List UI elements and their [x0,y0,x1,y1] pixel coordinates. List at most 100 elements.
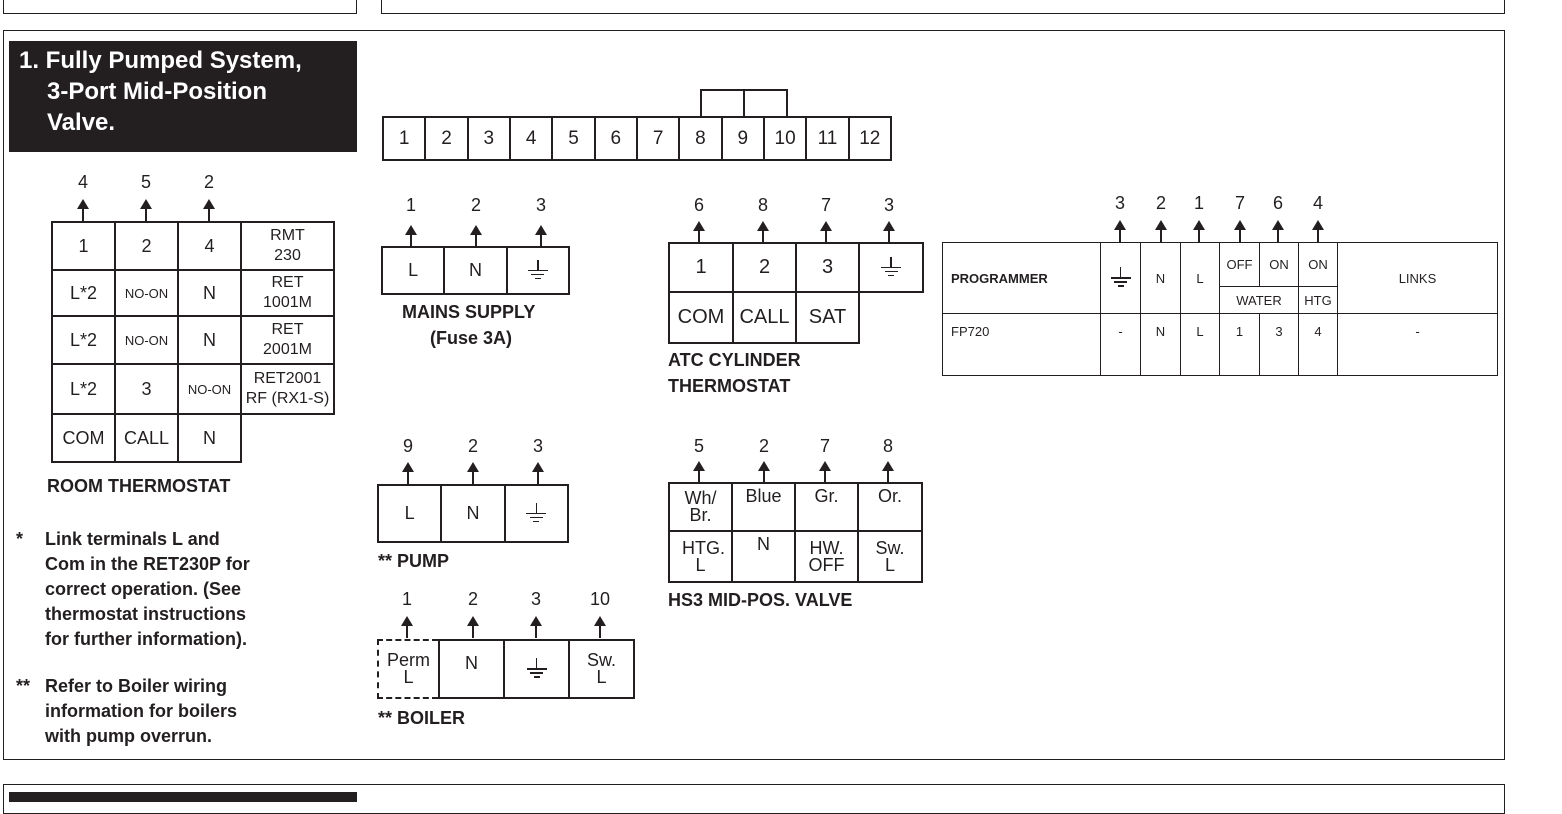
valve-wire-color: Gr. [794,482,859,532]
prog-value-cell: 4 [1298,313,1338,376]
prog-value-cell: 3 [1259,313,1299,376]
room-thermostat-caption: ROOM THERMOSTAT [47,476,231,496]
valve-function: Sw. L [857,530,923,583]
terminal-12: 12 [847,116,893,161]
cyl-cell: 2 [732,242,797,293]
prog-header-cell: L [1180,242,1220,314]
mains-arrow-1 [405,225,417,247]
title-line-2: 3-Port Mid-Position [47,78,267,105]
mains-cell: L [380,246,446,295]
room-model-label: RET2001 RF (RX1-S) [240,363,335,415]
pump-arrow-label-3: 3 [532,436,543,456]
valve-arrow-3 [819,461,831,483]
title-line-1: 1. Fully Pumped System, [19,47,302,74]
terminal-strip: 1 2 3 4 5 6 7 8 9 10 11 12 [381,116,893,161]
earth-icon [503,484,570,543]
mains-arrow-2 [470,225,482,247]
terminal-9: 9 [720,116,765,161]
room-cell: N [177,269,242,317]
section-title: 1. Fully Pumped System, 3-Port Mid-Posit… [9,41,357,152]
room-cell: 1 [51,221,116,271]
prog-arrow-label-2: 2 [1155,193,1166,213]
boiler-caption: ** BOILER [378,708,466,728]
pump-arrow-2 [467,462,479,484]
top-left-frame [3,0,357,14]
room-model-label: RET 1001M [240,269,335,317]
room-model-label: RMT 230 [240,221,335,271]
pump-arrow-3 [532,462,544,484]
room-cell: N [177,315,242,365]
links-header: LINKS [1337,242,1498,314]
boiler-perm-live: Perm L [377,639,440,699]
cylinder-thermostat-table: 1 2 3 COM CALL SAT [668,242,924,344]
cyl-arrow-label-1: 6 [693,195,704,215]
cyl-arrow-label-2: 8 [757,195,768,215]
terminal-4: 4 [508,116,554,161]
valve-arrow-4 [882,461,894,483]
cyl-arrow-3 [820,221,832,243]
room-blank-cell [241,414,334,462]
mains-arrow-label-3: 3 [535,195,546,215]
htg-subheader: HTG [1298,286,1338,314]
terminal-8-link [700,89,745,117]
room-model-label: RET 2001M [240,315,335,365]
prog-arrow-label-6: 4 [1312,193,1323,213]
mains-arrow-3 [535,225,547,247]
note-2-text: Refer to Boiler wiring information for b… [45,674,237,749]
note-2-line: information for boilers [45,701,238,721]
prog-arrow-3 [1193,220,1205,242]
pump-arrow-label-1: 9 [402,436,413,456]
valve-function: HW. OFF [794,530,859,583]
programmer-model: FP720 [942,313,1101,376]
cyl-cell: COM [668,291,734,344]
valve-function: N [731,530,796,583]
note-1-line: Link terminals L and [45,529,220,549]
terminal-3: 3 [466,116,511,161]
boiler-arrow-label-4: 10 [589,589,611,609]
terminal-9-10-link [743,89,788,117]
prog-arrow-4 [1234,220,1246,242]
room-cell: 3 [114,363,179,415]
room-cell: NO-ON [114,315,179,365]
valve-arrow-2 [758,461,770,483]
terminal-11: 11 [805,116,850,161]
cylinder-caption-2: THERMOSTAT [668,376,791,396]
valve-arrow-label-4: 8 [882,436,893,456]
room-cell: NO-ON [177,363,242,415]
terminal-10: 10 [762,116,808,161]
title-line-3: Valve. [47,109,116,136]
prog-arrow-2 [1155,220,1167,242]
room-arrow-label-3: 2 [203,172,214,192]
cyl-arrow-2 [757,221,769,243]
boiler-arrow-4 [594,616,606,638]
valve-wire-color: Wh/ Br. [668,482,733,532]
boiler-arrow-1 [401,616,413,638]
room-cell: L*2 [51,315,116,365]
mains-supply-table: L N [380,246,571,295]
prog-value-cell: 1 [1219,313,1260,376]
cyl-cell: CALL [732,291,797,344]
boiler-arrow-label-3: 3 [530,589,541,609]
room-arrow-2 [140,199,152,221]
boiler-arrow-2 [467,616,479,638]
boiler-arrow-label-1: 1 [401,589,412,609]
cyl-arrow-label-3: 7 [820,195,831,215]
prog-value-cell: L [1180,313,1220,376]
pump-arrow-1 [402,462,414,484]
terminal-2: 2 [424,116,469,161]
earth-icon [858,242,924,293]
main-frame [3,30,1505,760]
room-cell: L*2 [51,269,116,317]
note-1-line: thermostat instructions [45,604,247,624]
room-cell: 4 [177,221,242,271]
cyl-arrow-1 [693,221,705,243]
prog-arrow-label-5: 6 [1272,193,1283,213]
room-cell: CALL [114,413,179,463]
prog-value-cell: N [1140,313,1181,376]
cyl-arrow-label-4: 3 [883,195,894,215]
valve-arrow-label-3: 7 [819,436,830,456]
boiler-table: Perm L N Sw. L [377,639,635,699]
mains-fuse-caption: (Fuse 3A) [430,328,513,348]
prog-header-cell: ON [1298,242,1338,287]
note-1-text: Link terminals L and Com in the RET230P … [45,527,250,652]
